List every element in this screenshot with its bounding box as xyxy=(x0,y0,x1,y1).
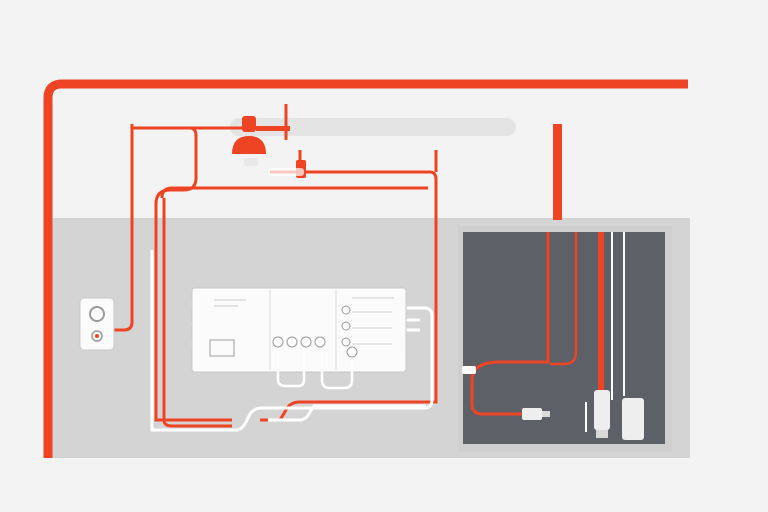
valve-fitting-icon xyxy=(522,408,550,420)
pump-valve-icon xyxy=(232,116,306,178)
red-riser-pipe xyxy=(553,124,562,220)
manifold-control-unit xyxy=(180,287,414,390)
red-supply-pipe xyxy=(43,79,688,458)
overhead-gray-rail xyxy=(230,118,516,136)
white-pipe-network xyxy=(150,250,434,432)
clip-fitting-icon xyxy=(462,366,476,374)
cabinet-pipes xyxy=(470,232,625,432)
filter-cartridge-icon xyxy=(594,390,644,440)
wall-switch-icon xyxy=(79,297,115,351)
